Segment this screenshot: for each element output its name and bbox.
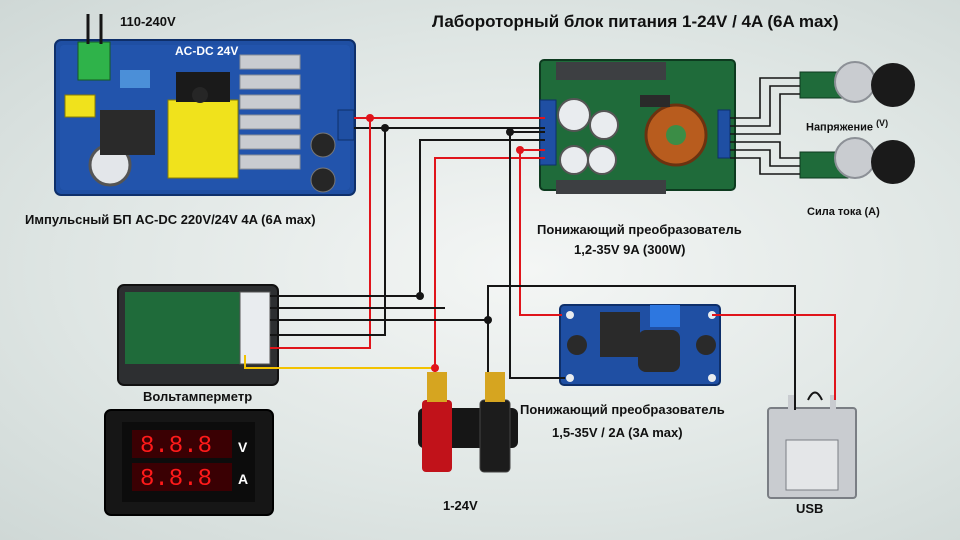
ac-dc-psu-module: AC-DC 24V — [54, 39, 356, 196]
meter-digits-top: 8.8.8 — [140, 433, 212, 460]
voltmeter-label: Вольтамперметр — [143, 389, 253, 404]
buck-big-label-line1: Понижающий преобразователь — [537, 222, 742, 237]
meter-digits-bottom: 8.8.8 — [140, 466, 212, 493]
wire-junctions — [366, 114, 524, 372]
pot-voltage-text: Напряжение — [806, 121, 873, 134]
terminals-label: 1-24V — [443, 498, 478, 513]
usb-label: USB — [796, 501, 824, 516]
input-voltage-label: 110-240V — [120, 14, 176, 29]
buck-big-label-line2: 1,2-35V 9A (300W) — [574, 242, 686, 257]
page-title: Лабороторный блок питания 1-24V / 4A (6A… — [432, 12, 839, 31]
voltammeter-board — [117, 284, 279, 386]
voltammeter-display: 8.8.8 8.8.8 V A — [104, 409, 274, 516]
potentiometer-voltage — [799, 61, 915, 107]
buck-converter-300w — [539, 59, 736, 194]
buck-small-label-line2: 1,5-35V / 2A (3A max) — [552, 425, 683, 440]
wires — [244, 117, 836, 410]
pot-voltage-label: Напряжение (V) — [806, 118, 888, 134]
psu-label: Импульсный БП AC-DC 220V/24V 4A (6A max) — [25, 212, 316, 227]
potentiometer-current — [799, 137, 915, 184]
meter-top-unit: V — [238, 439, 248, 455]
buck-small-label-line1: Понижающий преобразователь — [520, 402, 725, 417]
pot-current-label: Сила тока (А) — [807, 206, 880, 218]
output-terminals — [418, 372, 518, 473]
psu-board-text: AC-DC 24V — [175, 44, 238, 58]
buck-converter-small — [559, 304, 721, 386]
meter-bottom-unit: A — [238, 471, 248, 487]
potentiometer-wires — [730, 77, 800, 175]
pot-voltage-unit: (V) — [876, 118, 889, 128]
usb-port — [767, 395, 857, 499]
